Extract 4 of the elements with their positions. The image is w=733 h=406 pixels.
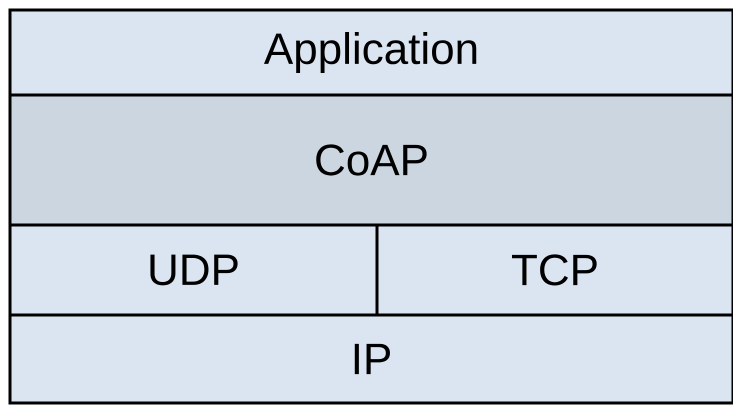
layer-box: UDP xyxy=(8,224,378,316)
layer-box: Application xyxy=(8,8,733,96)
layer-box: CoAP xyxy=(8,94,733,226)
layer-box: TCP xyxy=(376,224,733,316)
